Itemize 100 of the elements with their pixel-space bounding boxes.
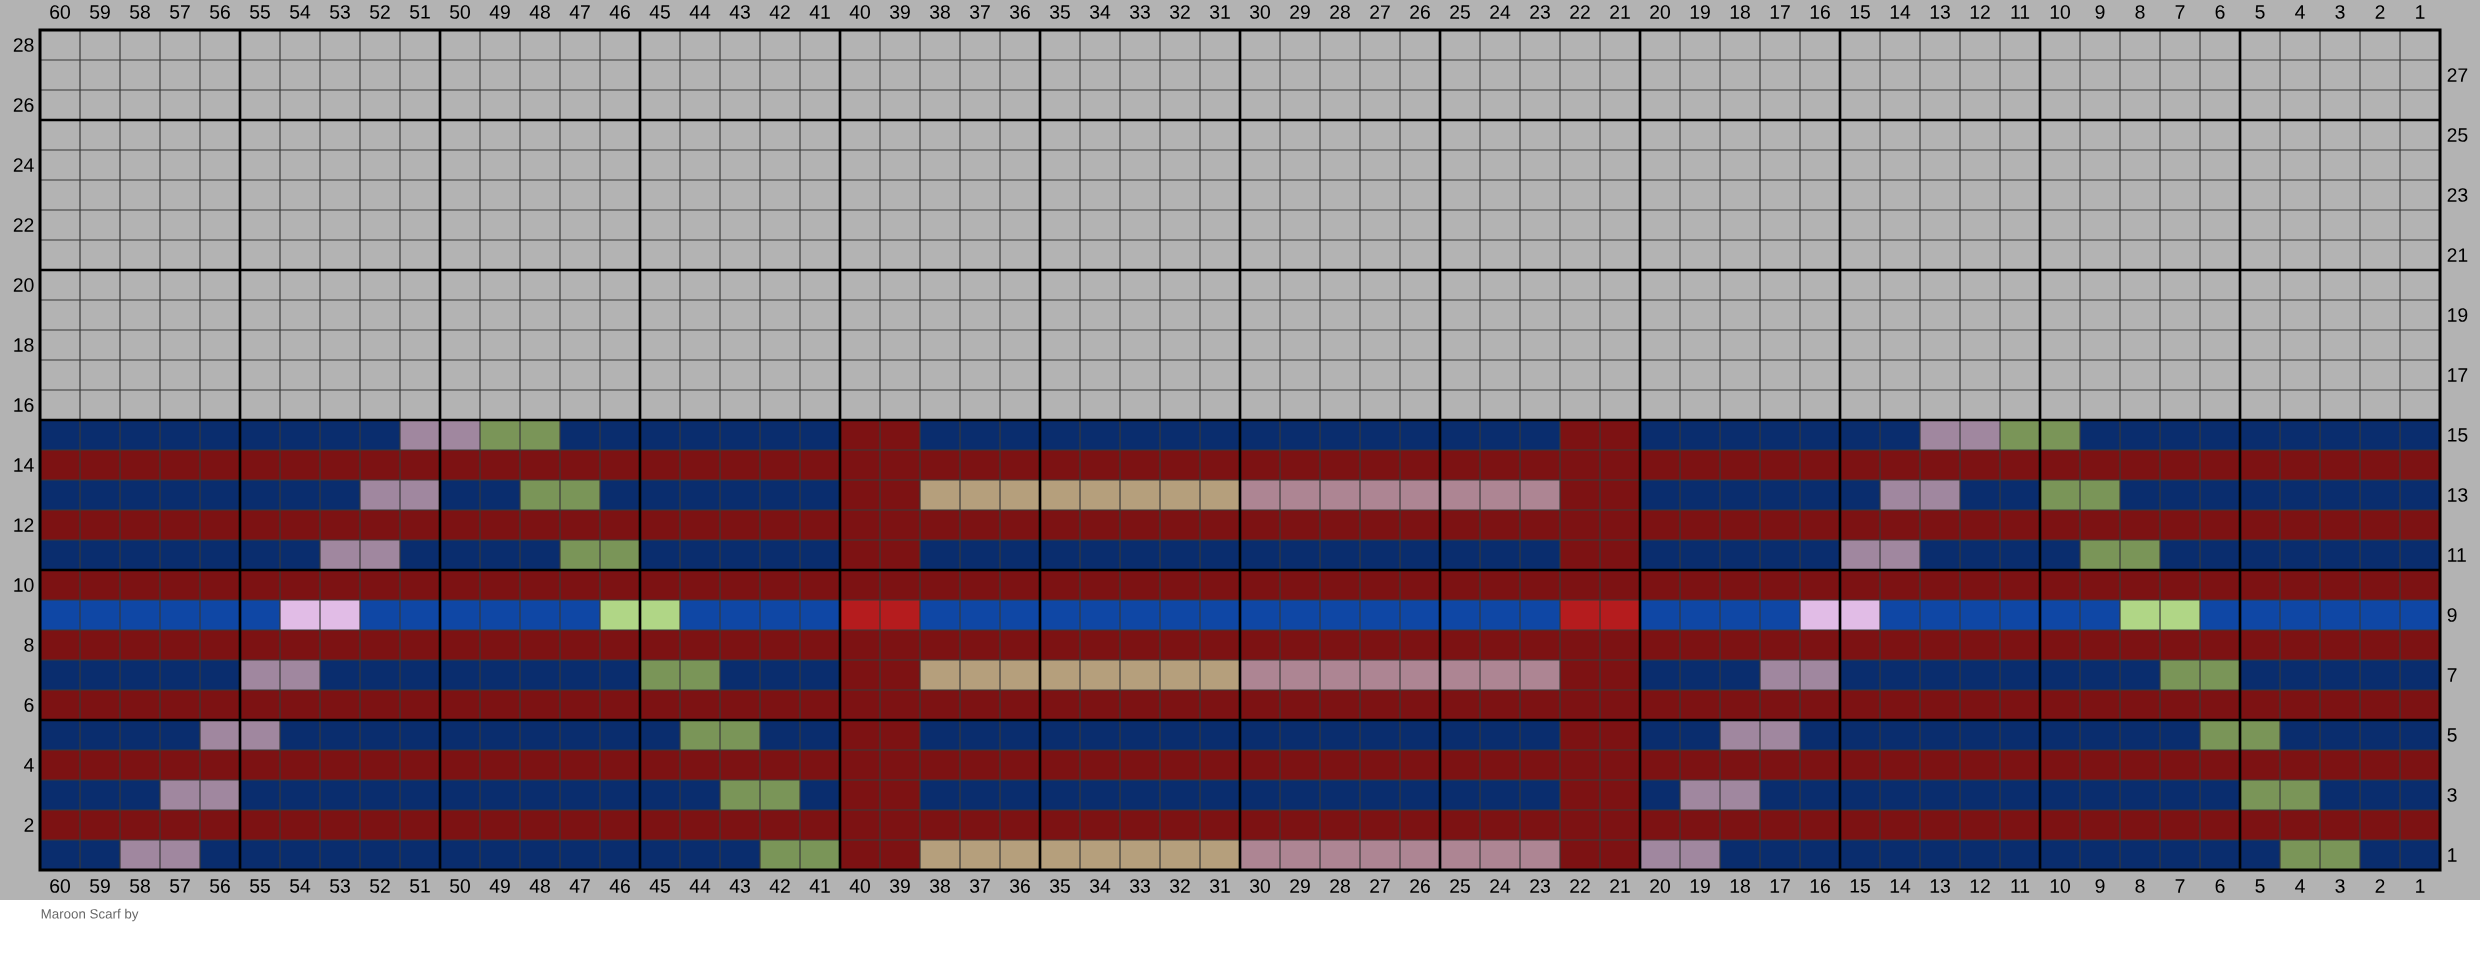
column-number: 39 [890,879,910,893]
column-number: 11 [2011,879,2030,893]
column-number: 53 [330,5,350,19]
column-number: 37 [970,879,990,893]
column-number: 55 [250,879,270,893]
column-number: 14 [1890,5,1911,19]
column-number: 40 [849,879,870,893]
row-number: 1 [2448,848,2457,862]
column-number: 24 [1490,879,1511,893]
column-number: 56 [210,5,230,19]
column-number: 57 [170,879,190,893]
row-number: 26 [13,98,34,112]
column-number: 28 [1330,5,1350,19]
column-number: 18 [1730,5,1750,19]
column-number: 22 [1570,5,1590,19]
column-number: 28 [1330,879,1350,893]
column-number: 16 [1810,5,1830,19]
column-number: 27 [1370,5,1390,19]
row-number: 5 [2447,728,2457,742]
column-number: 27 [1370,879,1390,893]
column-number: 36 [1010,879,1030,893]
column-number: 16 [1810,879,1830,893]
column-number: 53 [330,879,350,893]
column-number: 30 [1250,879,1270,893]
column-number: 48 [529,5,550,19]
column-number: 4 [2295,879,2305,893]
row-number: 28 [13,38,34,52]
column-number: 2 [2375,879,2385,893]
row-number: 15 [2448,428,2468,442]
column-number: 29 [1290,879,1310,893]
column-number: 47 [569,5,590,19]
column-number: 50 [450,5,470,19]
column-number: 19 [1690,879,1710,893]
column-number: 36 [1010,5,1030,19]
column-number: 6 [2215,879,2225,893]
column-number: 33 [1130,5,1150,19]
row-number: 25 [2447,128,2468,142]
column-number: 20 [1650,879,1670,893]
column-number: 44 [689,879,711,893]
column-number: 8 [2135,5,2145,19]
column-number: 34 [1090,5,1111,19]
column-number: 31 [1210,5,1230,19]
row-number: 7 [2447,668,2457,682]
column-number: 45 [649,5,670,19]
caption: Maroon Scarf by [41,908,139,922]
column-number: 10 [2050,879,2070,893]
column-number: 17 [1770,879,1790,893]
column-number: 21 [1610,879,1630,893]
column-number: 48 [529,879,550,893]
column-number: 37 [970,5,990,19]
column-number: 41 [809,879,830,893]
column-number: 10 [2050,5,2070,19]
row-number: 8 [24,638,34,652]
column-number: 13 [1930,879,1950,893]
row-number: 11 [2448,548,2466,562]
row-number: 21 [2447,248,2468,262]
column-number: 60 [50,5,70,19]
column-number: 45 [649,879,670,893]
column-number: 39 [890,5,910,19]
row-number: 2 [24,818,34,832]
column-number: 56 [210,879,230,893]
column-number: 51 [410,5,430,19]
row-number: 12 [14,518,34,532]
column-number: 38 [930,879,950,893]
column-number: 8 [2135,879,2145,893]
column-number: 14 [1890,879,1911,893]
row-number: 23 [2447,188,2468,202]
column-number: 59 [90,879,110,893]
column-number: 5 [2255,879,2265,893]
column-number: 17 [1770,5,1790,19]
column-number: 12 [1970,5,1990,19]
column-number: 4 [2295,5,2305,19]
column-number: 5 [2255,5,2265,19]
column-number: 2 [2375,5,2385,19]
column-number: 58 [130,5,150,19]
column-number: 52 [370,879,390,893]
row-number: 16 [14,398,34,412]
column-number: 35 [1050,879,1070,893]
column-number: 34 [1090,879,1111,893]
column-number: 49 [489,879,510,893]
column-number: 55 [250,5,270,19]
row-number: 10 [14,578,34,592]
column-number: 29 [1290,5,1310,19]
column-number: 40 [849,5,870,19]
row-number: 14 [14,458,34,472]
column-number: 19 [1690,5,1710,19]
column-number: 35 [1050,5,1070,19]
column-number: 46 [609,879,630,893]
column-number: 47 [569,879,590,893]
column-number: 12 [1970,879,1990,893]
column-number: 44 [689,5,711,19]
column-number: 3 [2335,879,2345,893]
column-number: 25 [1450,5,1470,19]
row-number: 17 [2448,368,2468,382]
column-number: 23 [1530,5,1550,19]
column-number: 52 [370,5,390,19]
column-number: 50 [450,879,470,893]
column-number: 18 [1730,879,1750,893]
column-number: 38 [930,5,950,19]
column-number: 1 [2416,5,2425,19]
